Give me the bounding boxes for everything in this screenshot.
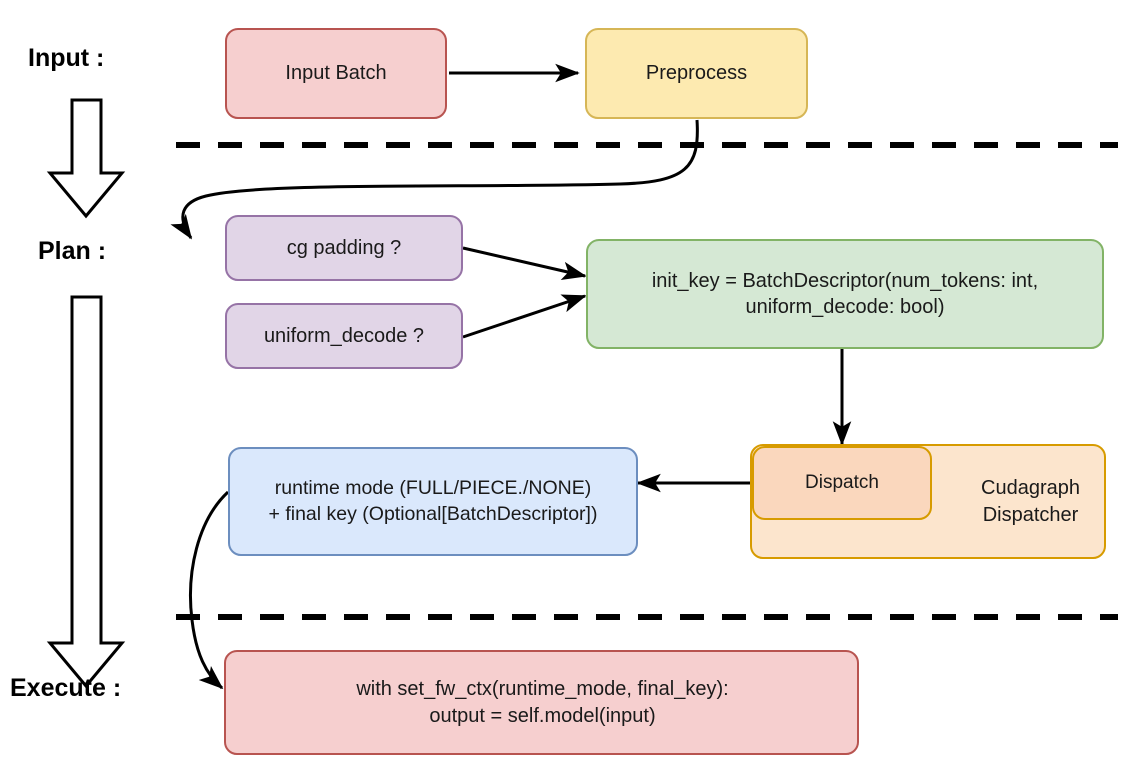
node-init-key[interactable]: init_key = BatchDescriptor(num_tokens: i…: [586, 239, 1104, 349]
node-runtime-mode-line-1: runtime mode (FULL/PIECE./NONE): [274, 476, 592, 499]
node-input-batch[interactable]: Input Batch: [225, 28, 447, 119]
stage-block-arrow-input-to-plan: [46, 98, 126, 219]
edge-runtime-mode-to-execute-code: [189, 490, 230, 690]
stage-block-arrow-plan-to-execute: [46, 295, 126, 689]
edge-uniform-decode-to-init-key: [462, 294, 587, 339]
node-runtime-mode-line-2: + final key (Optional[BatchDescriptor]): [268, 502, 598, 525]
node-cg-padding-label: cg padding ?: [286, 236, 402, 259]
node-cudagraph-dispatcher-line-1: Cudagraph: [981, 477, 1080, 500]
node-runtime-mode[interactable]: runtime mode (FULL/PIECE./NONE) + final …: [228, 447, 638, 556]
stage-label-input: Input :: [28, 44, 105, 72]
node-init-key-line-2: uniform_decode: bool): [745, 296, 945, 318]
stage-label-plan: Plan :: [38, 237, 107, 265]
edge-cg-padding-to-init-key: [462, 246, 587, 280]
node-cg-padding[interactable]: cg padding ?: [225, 215, 463, 281]
node-dispatch-label: Dispatch: [805, 472, 879, 494]
node-init-key-line-1: init_key = BatchDescriptor(num_tokens: i…: [651, 269, 1039, 292]
node-execute-code-line-2: output = self.model(input): [429, 704, 656, 727]
stage-label-execute: Execute :: [10, 674, 122, 702]
node-dispatch[interactable]: Dispatch: [752, 446, 932, 520]
node-execute-code-line-1: with set_fw_ctx(runtime_mode, final_key)…: [356, 678, 729, 701]
node-input-batch-label: Input Batch: [285, 62, 387, 85]
node-uniform-decode-label: uniform_decode ?: [263, 324, 425, 347]
node-execute-code[interactable]: with set_fw_ctx(runtime_mode, final_key)…: [224, 650, 859, 755]
node-preprocess[interactable]: Preprocess: [585, 28, 808, 119]
node-cudagraph-dispatcher-line-2: Dispatcher: [982, 503, 1079, 526]
node-uniform-decode[interactable]: uniform_decode ?: [225, 303, 463, 369]
node-preprocess-label: Preprocess: [645, 62, 748, 85]
